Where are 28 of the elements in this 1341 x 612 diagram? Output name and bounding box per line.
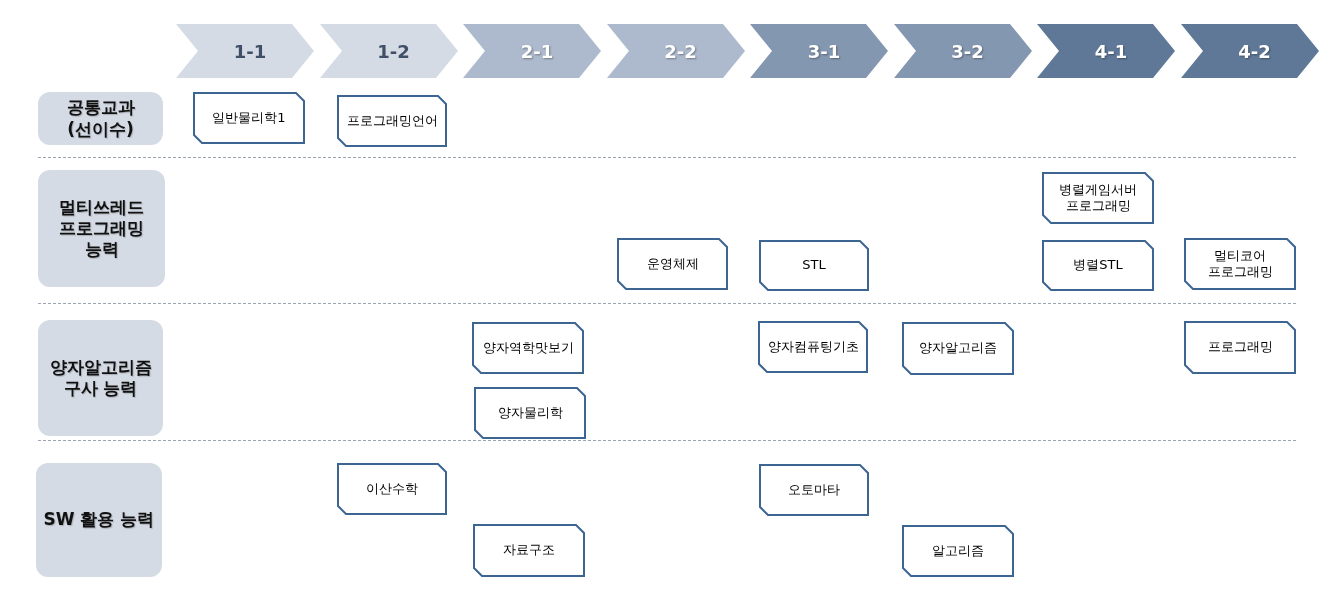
semester-header: 4-1 [1037, 24, 1175, 78]
category-panel: 양자알고리즘 구사 능력 [38, 320, 163, 436]
course-box: 프로그래밍언어 [337, 95, 447, 147]
course-box: 병렬STL [1042, 240, 1154, 291]
course-box: 멀티코어 프로그래밍 [1184, 238, 1296, 290]
semester-header: 3-1 [750, 24, 888, 78]
category-panel: SW 활용 능력 [36, 463, 162, 577]
course-box: 병렬게임서버 프로그래밍 [1042, 172, 1154, 224]
course-box: 일반물리학1 [193, 92, 305, 144]
category-panel: 공통교과 (선이수) [38, 92, 163, 145]
course-box: 프로그래밍 [1184, 321, 1296, 374]
semester-header: 1-2 [319, 24, 458, 78]
semester-header: 2-2 [606, 24, 745, 78]
course-box: 이산수학 [337, 463, 447, 515]
semester-header: 2-1 [463, 24, 601, 78]
course-box: 오토마타 [759, 464, 869, 516]
course-box: 알고리즘 [902, 525, 1014, 577]
semester-header: 3-2 [893, 24, 1032, 78]
course-box: 양자컴퓨팅기초 [758, 321, 868, 373]
course-box: 운영체제 [617, 238, 728, 290]
category-panel: 멀티쓰레드 프로그래밍 능력 [38, 170, 165, 287]
course-box: 양자역학맛보기 [472, 322, 584, 374]
course-box: 양자알고리즘 [902, 322, 1014, 375]
semester-header: 1-1 [176, 24, 314, 78]
course-box: 자료구조 [473, 524, 585, 577]
course-box: 양자물리학 [474, 387, 586, 439]
semester-header: 4-2 [1180, 24, 1319, 78]
course-box: STL [759, 240, 869, 291]
